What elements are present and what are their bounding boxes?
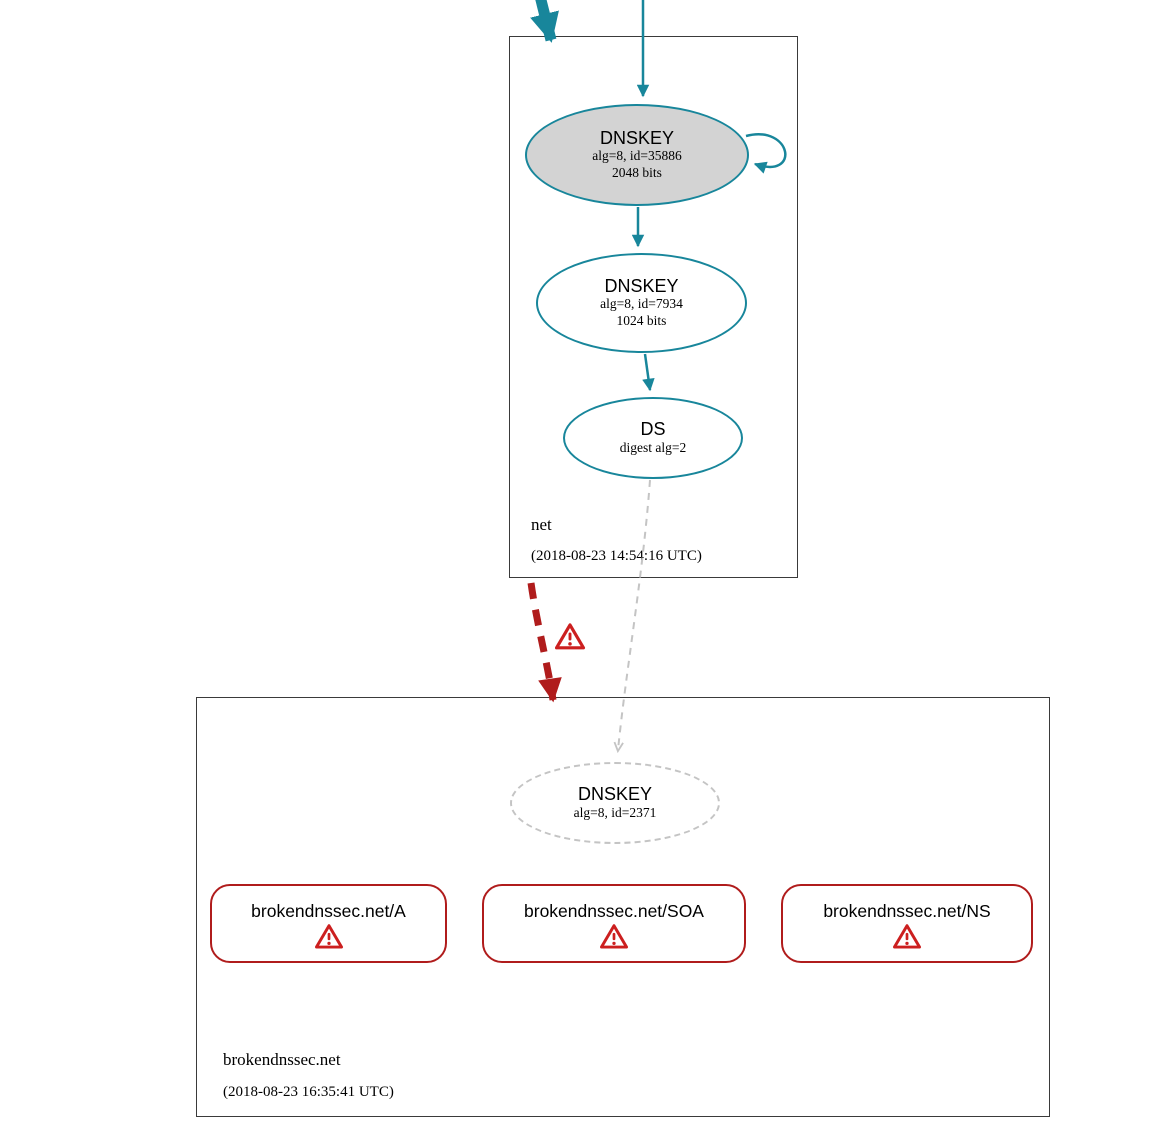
node-meta: alg=8, id=7934 xyxy=(600,296,683,312)
node-title: DNSKEY xyxy=(577,784,653,805)
edge-incoming-trust-thick xyxy=(530,0,559,43)
node-meta: alg=8, id=2371 xyxy=(573,804,657,820)
zone-name: brokendnssec.net xyxy=(223,1050,341,1069)
node-meta: 1024 bits xyxy=(616,313,667,329)
zone-timestamp: (2018-08-23 16:35:41 UTC) xyxy=(223,1084,394,1100)
node-title: DNSKEY xyxy=(604,275,679,296)
zone-timestamp: (2018-08-23 14:54:16 UTC) xyxy=(531,548,702,564)
warning-icon xyxy=(600,924,628,949)
dnskey-node-2371-insecure: DNSKEY alg=8, id=2371 xyxy=(510,762,720,844)
node-title: DS xyxy=(640,419,666,440)
warning-icon xyxy=(554,623,586,650)
node-meta: digest alg=2 xyxy=(619,439,687,455)
node-meta: alg=8, id=35886 xyxy=(592,148,682,164)
ds-node: DS digest alg=2 xyxy=(563,397,743,479)
rrset-node-ns: brokendnssec.net/NS xyxy=(781,884,1033,963)
warning-icon xyxy=(314,924,343,949)
node-title: DNSKEY xyxy=(599,127,675,148)
rrset-label: brokendnssec.net/NS xyxy=(823,901,991,921)
edge-bogus-delegation xyxy=(527,582,562,703)
rrset-label: brokendnssec.net/A xyxy=(251,901,406,921)
node-meta: 2048 bits xyxy=(612,165,662,181)
dnskey-node-zsk-7934: DNSKEY alg=8, id=7934 1024 bits xyxy=(536,253,747,353)
rrset-node-a: brokendnssec.net/A xyxy=(210,884,447,963)
dnskey-node-ksk-35886: DNSKEY alg=8, id=35886 2048 bits xyxy=(525,104,749,206)
zone-name: net xyxy=(531,515,552,534)
rrset-node-soa: brokendnssec.net/SOA xyxy=(482,884,746,963)
rrset-label: brokendnssec.net/SOA xyxy=(524,901,704,921)
warning-icon xyxy=(893,924,921,949)
